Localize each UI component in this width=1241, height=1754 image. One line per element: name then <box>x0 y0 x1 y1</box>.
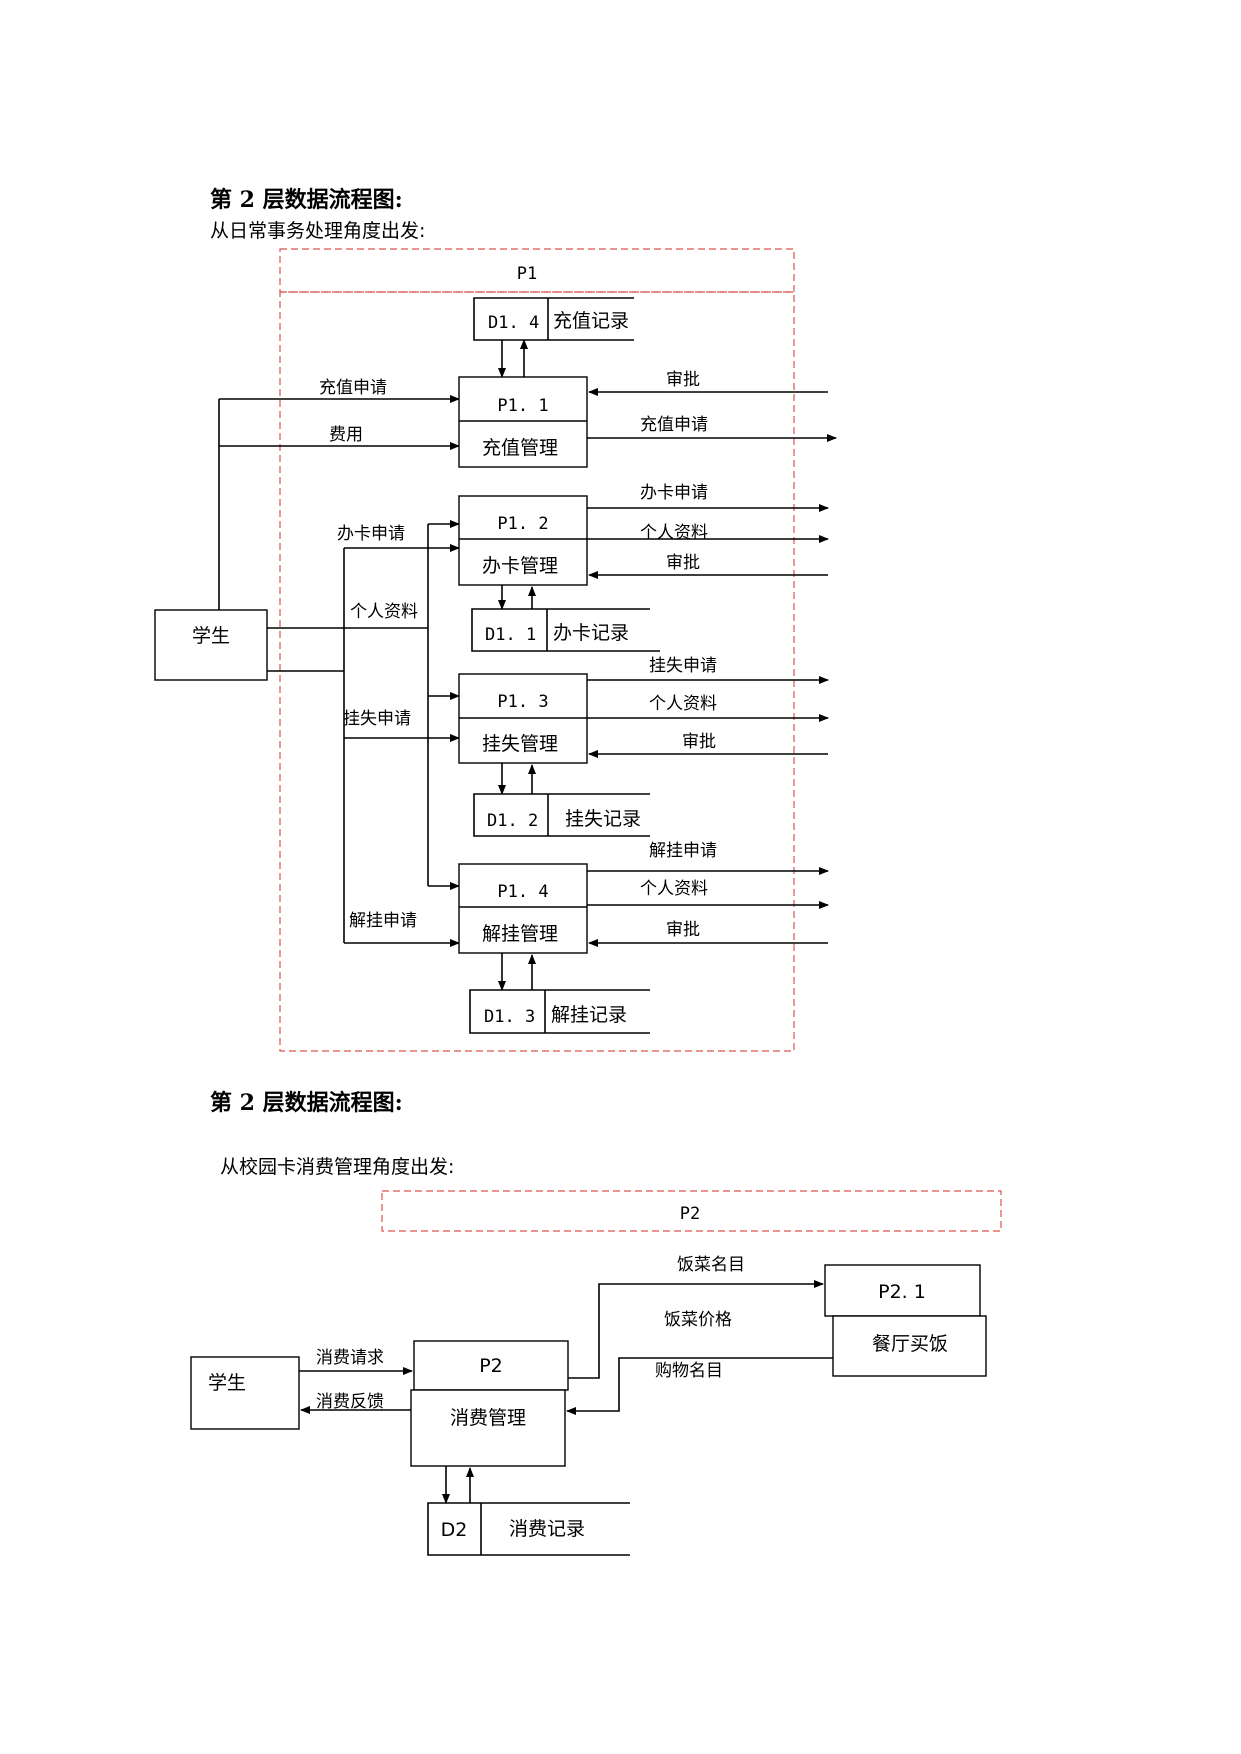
p1-boundary: P1 <box>279 248 795 1052</box>
process-p1-1-id: P1. 1 <box>497 396 548 416</box>
student-flow-lines <box>218 395 460 947</box>
process-p1-3-name: 挂失管理 <box>482 733 558 755</box>
flow-label-p12-card: 办卡申请 <box>640 483 708 503</box>
flow-label-dish-prices: 饭菜价格 <box>664 1310 732 1330</box>
process-p1-2[interactable]: P1. 2 办卡管理 <box>458 495 588 586</box>
flow-label-personal-info: 个人资料 <box>350 602 418 622</box>
process-p1-4-name: 解挂管理 <box>482 923 558 945</box>
flow-label-p12-info: 个人资料 <box>640 523 708 543</box>
process-p1-1-name: 充值管理 <box>482 437 558 459</box>
process-p1-2-name: 办卡管理 <box>482 555 558 577</box>
flow-label-p12-approval: 审批 <box>666 553 700 573</box>
process-p1-3-id: P1. 3 <box>497 692 548 712</box>
store-d2[interactable]: D2 消费记录 <box>427 1502 630 1556</box>
flow-label-recharge-request: 充值申请 <box>319 378 387 398</box>
p1-boundary-label: P1 <box>517 264 537 284</box>
store-d1-4-name: 充值记录 <box>553 310 629 332</box>
process-p2-id: P2 <box>479 1355 503 1377</box>
process-p1-1[interactable]: P1. 1 充值管理 <box>458 376 588 468</box>
store-d2-name: 消费记录 <box>509 1518 585 1540</box>
flow-label-consume-request: 消费请求 <box>316 1348 384 1368</box>
process-p1-4-id: P1. 4 <box>497 882 548 902</box>
flow-label-loss-request: 挂失申请 <box>343 709 411 729</box>
process-p2-1-id: P2. 1 <box>878 1281 926 1303</box>
store-d1-2[interactable]: D1. 2 挂失记录 <box>473 793 650 837</box>
store-d1-2-id: D1. 2 <box>487 811 538 831</box>
process-p2[interactable]: P2 消费管理 <box>410 1340 569 1467</box>
section2-subheading: 从校园卡消费管理角度出发: <box>220 1156 454 1178</box>
flow-label-p14-approval: 审批 <box>666 920 700 940</box>
flow-label-p13-loss: 挂失申请 <box>649 656 717 676</box>
flow-label-unloss-request: 解挂申请 <box>349 911 417 931</box>
flow-label-card-request: 办卡申请 <box>337 524 405 544</box>
student-entity-label: 学生 <box>192 625 230 647</box>
flow-label-p13-approval: 审批 <box>682 732 716 752</box>
flow-label-dish-names: 饭菜名目 <box>677 1255 745 1275</box>
flow-label-p13-info: 个人资料 <box>649 694 717 714</box>
process-p2-1[interactable]: P2. 1 餐厅买饭 <box>824 1264 987 1377</box>
flow-label-purchase-names: 购物名目 <box>655 1361 723 1381</box>
student-entity[interactable]: 学生 <box>154 609 268 681</box>
store-d1-1[interactable]: D1. 1 办卡记录 <box>471 608 660 652</box>
store-d1-3-id: D1. 3 <box>484 1007 535 1027</box>
store-d1-3-name: 解挂记录 <box>551 1004 627 1026</box>
process-p1-2-id: P1. 2 <box>497 514 548 534</box>
section1-heading: 第 2 层数据流程图: <box>210 187 403 213</box>
process-p1-3[interactable]: P1. 3 挂失管理 <box>458 673 588 764</box>
store-d2-id: D2 <box>441 1519 468 1541</box>
process-p2-name: 消费管理 <box>450 1407 526 1429</box>
flow-label-p14-unloss: 解挂申请 <box>649 841 717 861</box>
section1-subheading: 从日常事务处理角度出发: <box>210 220 425 242</box>
store-d1-4[interactable]: D1. 4 充值记录 <box>473 297 634 341</box>
flow-label-fee: 费用 <box>329 425 363 445</box>
student-entity-2-label: 学生 <box>208 1372 246 1394</box>
flow-label-p14-info: 个人资料 <box>640 879 708 899</box>
process-p1-4[interactable]: P1. 4 解挂管理 <box>458 863 588 954</box>
flow-label-p11-recharge: 充值申请 <box>640 415 708 435</box>
section2-heading: 第 2 层数据流程图: <box>210 1090 403 1116</box>
flow-label-p11-approval: 审批 <box>666 370 700 390</box>
p2-boundary: P2 <box>381 1190 1002 1232</box>
process-p2-1-name: 餐厅买饭 <box>872 1333 948 1355</box>
flow-label-consume-feedback: 消费反馈 <box>316 1392 384 1412</box>
store-d1-2-name: 挂失记录 <box>565 808 641 830</box>
store-d1-1-name: 办卡记录 <box>553 622 629 644</box>
p2-boundary-label: P2 <box>680 1204 700 1224</box>
store-d1-4-id: D1. 4 <box>488 313 539 333</box>
store-d1-1-id: D1. 1 <box>485 625 536 645</box>
store-d1-3[interactable]: D1. 3 解挂记录 <box>469 989 650 1034</box>
student-entity-2[interactable]: 学生 <box>190 1356 300 1430</box>
